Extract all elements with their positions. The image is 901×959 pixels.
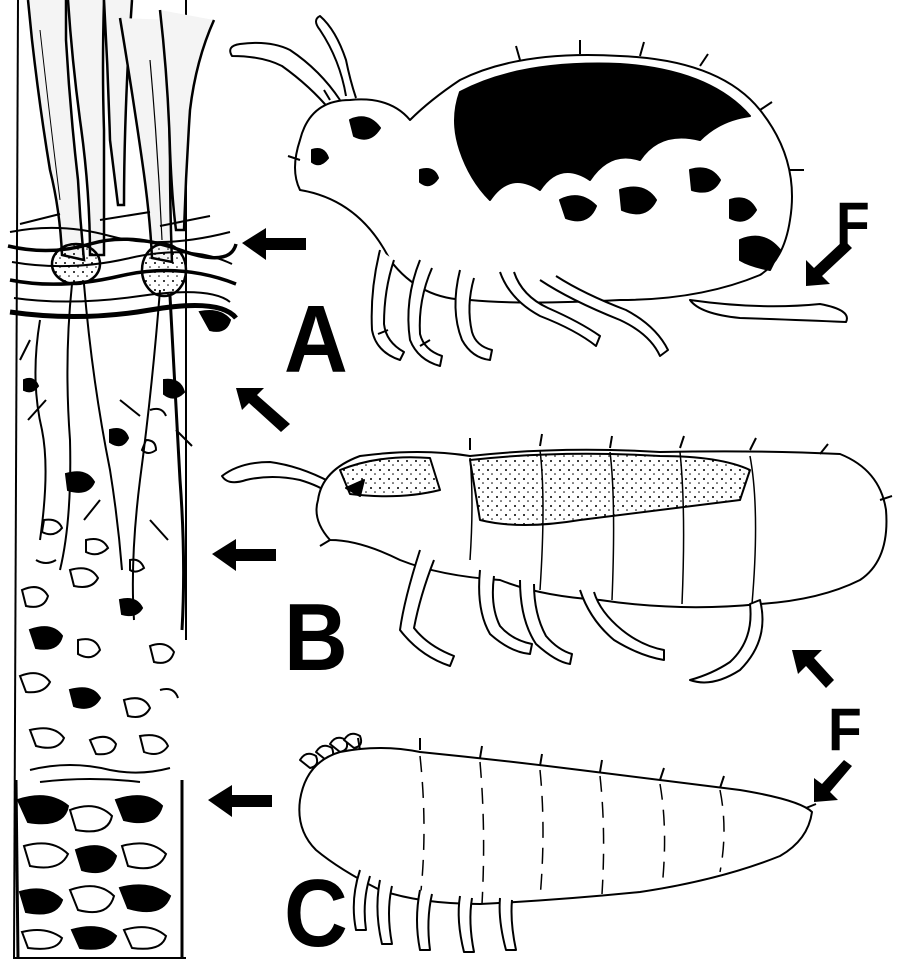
mineral-layer	[20, 568, 178, 782]
roots	[20, 284, 192, 630]
bedrock-layer	[14, 780, 186, 958]
arrow-humus-icon	[212, 539, 276, 571]
arrow-root-zone-icon	[236, 388, 290, 432]
arrow-furcula-c-icon	[814, 760, 852, 802]
arrow-mineral-icon	[208, 785, 272, 817]
label-c: C	[284, 866, 348, 959]
arrow-furcula-b-icon	[792, 650, 834, 688]
label-f-upper: F	[836, 194, 870, 254]
label-b: B	[284, 590, 348, 686]
label-a: A	[284, 292, 348, 388]
humus-layer	[24, 379, 184, 572]
soil-profile	[8, 0, 236, 959]
litter-layer	[8, 212, 236, 331]
label-f-lower: F	[828, 700, 862, 760]
springtail-c	[299, 734, 816, 952]
arrow-litter-icon	[242, 228, 306, 260]
